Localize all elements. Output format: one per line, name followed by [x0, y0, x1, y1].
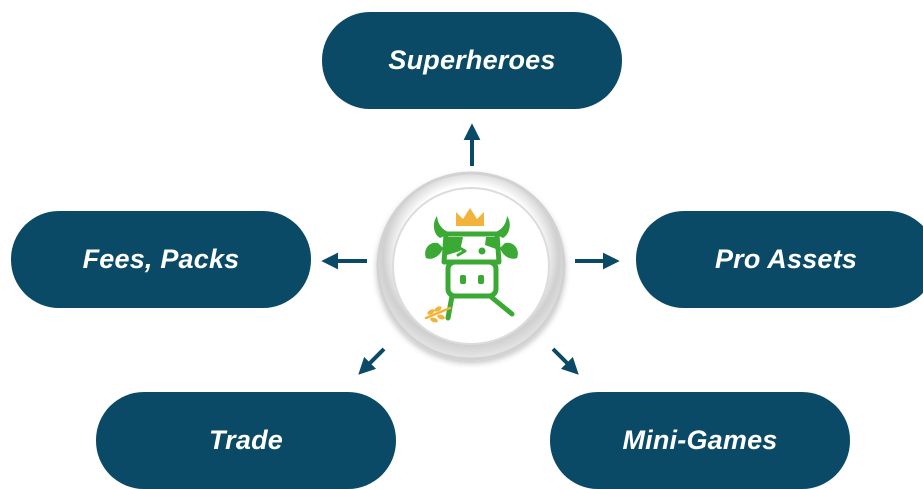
node-pro-assets: Pro Assets — [636, 211, 923, 308]
node-label: Mini-Games — [622, 425, 778, 455]
node-label: Trade — [208, 425, 284, 455]
node-superheroes: Superheroes — [322, 12, 622, 109]
node-label: Superheroes — [388, 45, 556, 75]
arrow-down-left — [358, 347, 386, 375]
node-fees-packs: Fees, Packs — [11, 211, 311, 308]
arrow-down-right — [551, 347, 579, 375]
node-trade: Trade — [96, 392, 396, 489]
node-label: Fees, Packs — [82, 244, 240, 274]
node-mini-games: Mini-Games — [550, 392, 850, 489]
node-label: Pro Assets — [714, 244, 858, 274]
cow-crown-logo-icon — [424, 208, 518, 323]
